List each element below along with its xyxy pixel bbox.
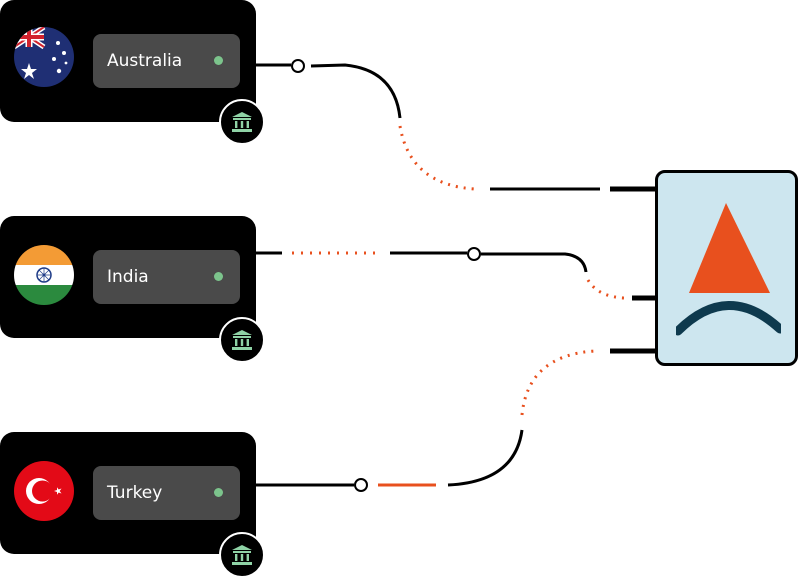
country-card-australia[interactable]: Australia [0,0,256,122]
wire-australia-dashed [398,125,476,191]
wire-india-node [467,247,481,261]
country-name: Turkey [107,483,163,503]
wire-turkey-node [354,478,368,492]
bank-icon [232,112,252,132]
status-dot [214,272,223,281]
triangle-arc-logo-icon [676,203,781,336]
wire-turkey-dashed [520,349,596,416]
bank-icon [232,330,252,350]
country-pill-india: India [93,250,240,304]
bank-badge-turkey [219,532,265,578]
bank-icon [232,545,252,565]
hub-box[interactable] [655,170,798,366]
australia-flag-icon [14,27,74,87]
country-name: Australia [107,51,183,71]
status-dot [214,56,223,65]
wire-turkey-solid-2 [447,429,524,487]
turkey-flag-icon [14,461,74,521]
wire-india-dashed-2 [586,279,626,300]
country-card-india[interactable]: India [0,216,256,338]
bank-badge-australia [219,99,265,145]
india-flag-icon [14,245,74,305]
country-card-turkey[interactable]: Turkey [0,432,256,554]
country-pill-turkey: Turkey [93,466,240,520]
status-dot [214,488,223,497]
wire-australia-solid-2 [310,63,402,119]
country-name: India [107,267,149,287]
country-pill-australia: Australia [93,34,240,88]
bank-badge-india [219,317,265,363]
wire-india-solid-3 [481,252,588,273]
wire-australia-node [291,59,305,73]
